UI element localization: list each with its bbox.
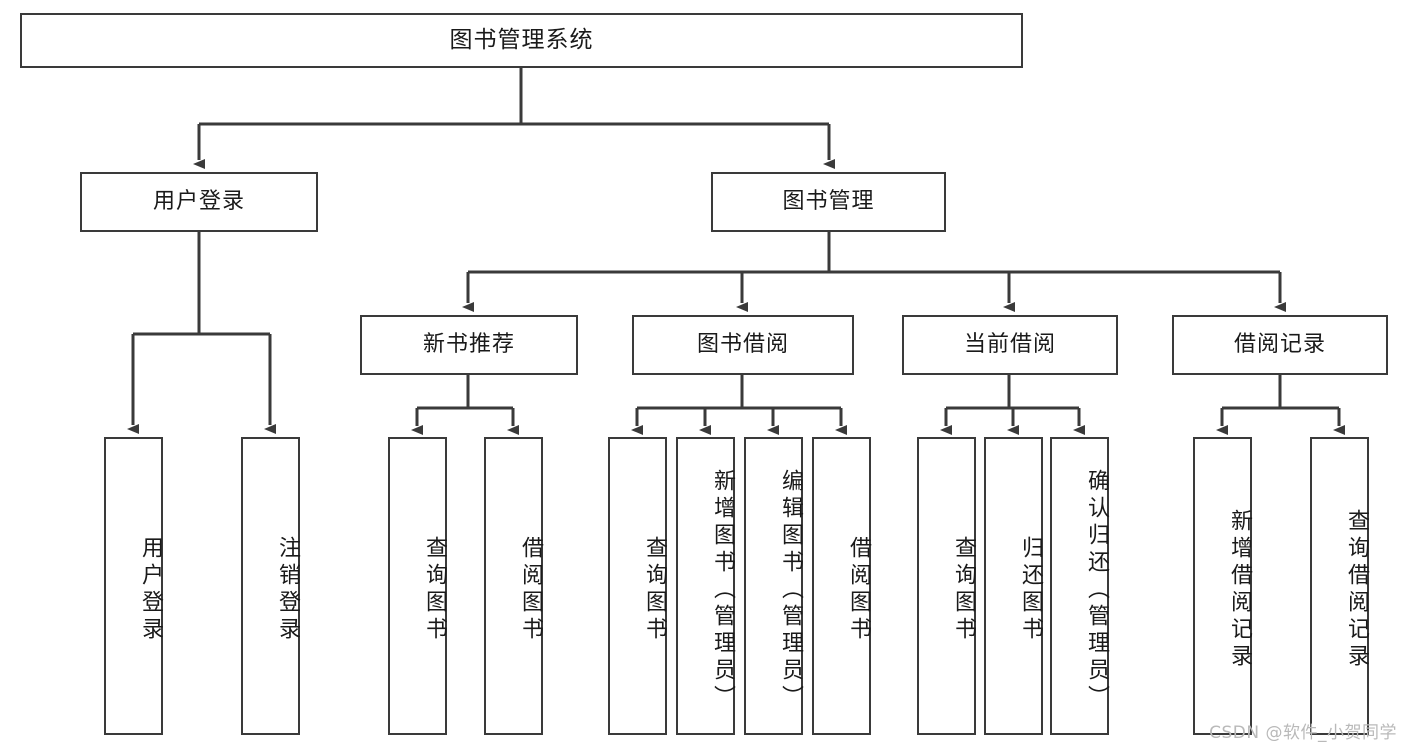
node-label: 新增图书（管理员） (710, 468, 735, 712)
node-label: 新增借阅记录 (1227, 509, 1252, 671)
node-label: 查询借阅记录 (1344, 509, 1369, 671)
node-label: 查询图书 (642, 536, 667, 644)
node-leaf-query-book-2[interactable]: 查询图书 (608, 437, 667, 735)
node-label: 查询图书 (951, 536, 976, 644)
node-leaf-user-logout[interactable]: 注销登录 (241, 437, 300, 735)
node-leaf-return-book[interactable]: 归还图书 (984, 437, 1043, 735)
node-label: 借阅图书 (846, 536, 871, 644)
node-label: 当前借阅 (963, 331, 1056, 357)
node-label: 确认归还（管理员） (1084, 468, 1109, 712)
node-leaf-edit-book[interactable]: 编辑图书（管理员） (744, 437, 803, 735)
node-leaf-query-book-3[interactable]: 查询图书 (917, 437, 976, 735)
node-label: 查询图书 (422, 536, 447, 644)
node-label: 编辑图书（管理员） (778, 468, 803, 712)
node-leaf-borrow-book-2[interactable]: 借阅图书 (812, 437, 871, 735)
node-book-borrow[interactable]: 图书借阅 (632, 315, 854, 375)
watermark-text: CSDN @软件_小贺同学 (1209, 723, 1397, 743)
node-label: 图书管理 (782, 188, 875, 214)
node-label: 图书管理系统 (449, 26, 594, 53)
node-user-login[interactable]: 用户登录 (80, 172, 318, 232)
node-label: 用户登录 (138, 536, 163, 644)
node-leaf-borrow-book-1[interactable]: 借阅图书 (484, 437, 543, 735)
node-leaf-user-login[interactable]: 用户登录 (104, 437, 163, 735)
node-leaf-query-book-1[interactable]: 查询图书 (388, 437, 447, 735)
node-borrow-record[interactable]: 借阅记录 (1172, 315, 1388, 375)
node-label: 新书推荐 (422, 331, 515, 357)
node-label: 归还图书 (1018, 536, 1043, 644)
node-label: 图书借阅 (696, 331, 789, 357)
node-book-management[interactable]: 图书管理 (711, 172, 946, 232)
node-new-book-recommend[interactable]: 新书推荐 (360, 315, 578, 375)
node-leaf-add-record[interactable]: 新增借阅记录 (1193, 437, 1252, 735)
node-leaf-confirm-return[interactable]: 确认归还（管理员） (1050, 437, 1109, 735)
node-label: 借阅记录 (1233, 331, 1326, 357)
node-root-system[interactable]: 图书管理系统 (20, 13, 1023, 68)
node-label: 借阅图书 (518, 536, 543, 644)
node-label: 注销登录 (275, 536, 300, 644)
node-leaf-add-book[interactable]: 新增图书（管理员） (676, 437, 735, 735)
node-current-borrow[interactable]: 当前借阅 (902, 315, 1118, 375)
node-leaf-query-record[interactable]: 查询借阅记录 (1310, 437, 1369, 735)
node-label: 用户登录 (152, 188, 245, 214)
